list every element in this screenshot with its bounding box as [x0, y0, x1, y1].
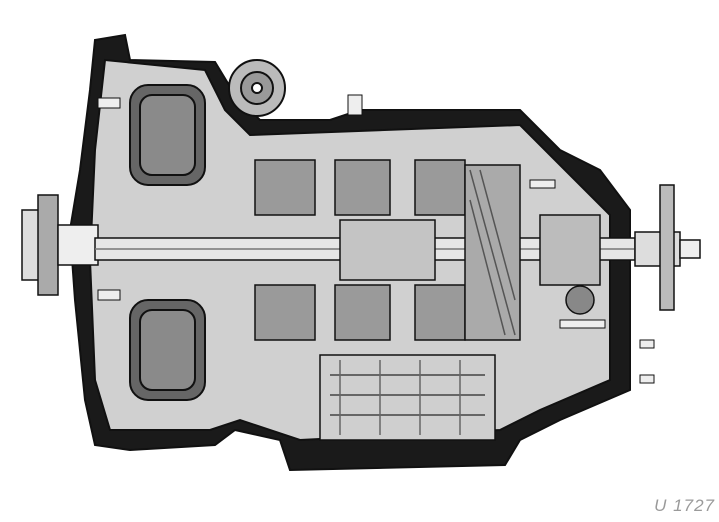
pump-wheel — [228, 59, 286, 117]
planetary-gearset — [339, 164, 601, 341]
bolts — [97, 94, 655, 384]
reference-number: U 1727 — [654, 496, 715, 515]
valve-body — [319, 354, 496, 441]
input-flange — [21, 194, 99, 296]
torque-converter — [129, 84, 206, 401]
